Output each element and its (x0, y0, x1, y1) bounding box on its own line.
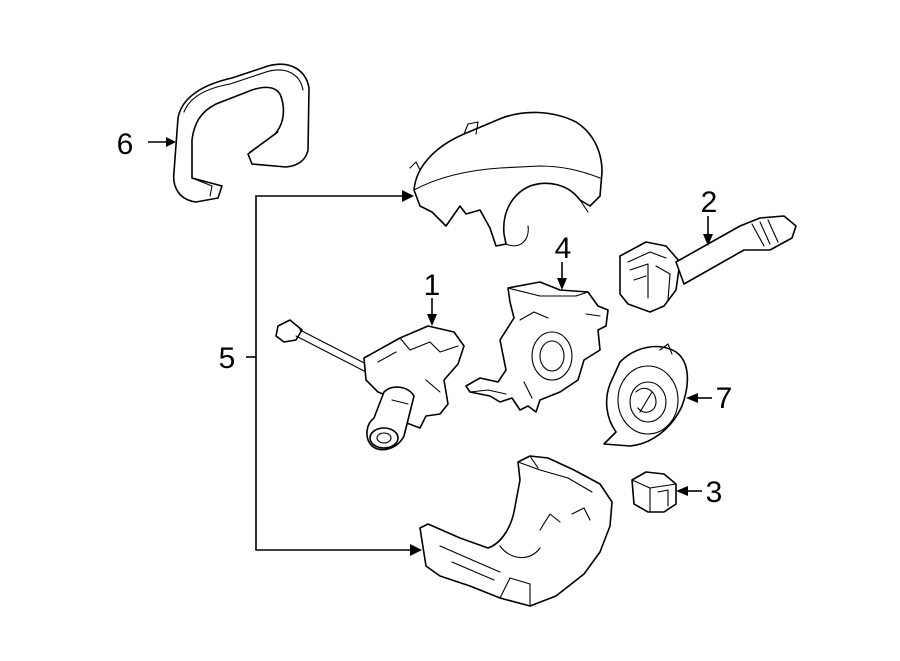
callout-3: 3 (706, 476, 723, 509)
callout-2: 2 (701, 186, 718, 219)
part-5-upper-shroud (409, 111, 603, 247)
part-1-ignition-switch (275, 319, 465, 451)
part-2-multifunction-switch (619, 215, 797, 313)
leader-lines (148, 137, 713, 556)
part-3-connector (631, 471, 677, 513)
part-4-switch-housing (465, 281, 609, 413)
callout-7: 7 (716, 382, 733, 415)
callout-5: 5 (219, 342, 236, 375)
callout-1: 1 (424, 269, 441, 302)
part-6-trim-bezel (172, 63, 310, 203)
callout-6: 6 (117, 128, 134, 161)
part-5-lower-shroud (419, 455, 613, 607)
callout-4: 4 (555, 232, 572, 265)
part-7-clockspring (603, 343, 689, 447)
